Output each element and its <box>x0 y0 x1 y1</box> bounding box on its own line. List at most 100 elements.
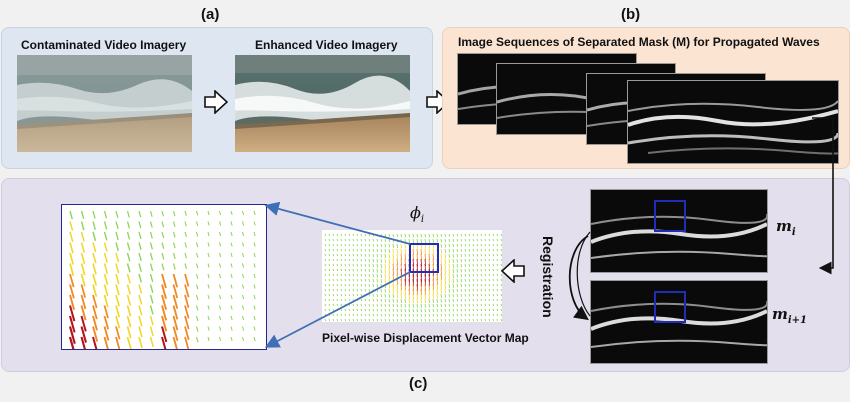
vector-mark <box>428 283 430 291</box>
vector-mark <box>404 233 406 238</box>
vector-mark <box>372 318 374 322</box>
vector-mark <box>444 263 446 270</box>
vector-mark <box>376 318 378 322</box>
vector-mark <box>424 293 426 300</box>
vector-mark <box>356 308 358 312</box>
vector-mark <box>420 233 422 238</box>
vector-mark <box>332 268 334 272</box>
zoom-vector-mark <box>115 305 121 318</box>
vector-mark <box>348 233 350 237</box>
vector-mark <box>464 233 466 237</box>
zoom-vector-mark <box>195 294 199 301</box>
zoom-vector-mark <box>161 252 165 260</box>
vector-mark <box>356 253 358 257</box>
mask-frame-m-i <box>590 189 768 273</box>
zoom-vector-mark <box>184 263 188 270</box>
vector-mark <box>440 238 442 243</box>
vector-mark <box>432 238 434 243</box>
vector-mark <box>492 298 494 302</box>
vector-mark <box>472 258 474 262</box>
zoom-vector-mark <box>115 231 119 241</box>
vector-mark <box>476 233 478 237</box>
vector-mark <box>452 308 454 312</box>
vector-mark <box>404 258 406 266</box>
vector-mark <box>364 268 366 272</box>
vector-mark <box>356 288 358 292</box>
vector-mark <box>384 233 386 237</box>
vector-mark <box>424 238 426 244</box>
vector-mark <box>424 288 426 295</box>
zoom-vector-mark <box>80 315 87 332</box>
vector-mark <box>488 233 490 237</box>
vector-mark <box>344 278 346 282</box>
vector-mark <box>400 258 402 266</box>
vector-mark <box>400 253 402 260</box>
vector-mark <box>388 243 390 248</box>
zoom-vector-mark <box>126 221 131 229</box>
vector-mark <box>352 258 354 262</box>
vector-mark <box>460 258 462 263</box>
vector-mark <box>388 283 390 289</box>
vector-mark <box>328 313 330 317</box>
vector-mark <box>328 263 330 267</box>
vector-mark <box>500 308 502 312</box>
vector-mark <box>444 313 446 317</box>
vector-mark <box>324 253 326 257</box>
zoom-vector-mark <box>172 284 179 299</box>
zoom-vector-mark <box>207 336 210 342</box>
zoom-vector-mark <box>230 284 233 289</box>
zoom-vector-mark <box>149 221 153 228</box>
vector-mark <box>388 298 390 303</box>
zoom-vector-mark <box>80 263 86 276</box>
vector-mark <box>344 293 346 297</box>
vector-mark <box>440 243 442 248</box>
vector-mark <box>492 243 494 247</box>
vector-mark <box>332 238 334 242</box>
zoom-vector-mark <box>195 273 199 279</box>
vector-mark <box>484 268 486 272</box>
zoom-vector-mark <box>80 305 87 321</box>
vector-mark <box>344 268 346 272</box>
vector-map-caption: Pixel-wise Displacement Vector Map <box>322 331 529 345</box>
vector-mark <box>372 263 374 268</box>
vector-mark <box>356 238 358 242</box>
vector-mark <box>344 243 346 247</box>
zoom-vector-mark <box>219 326 222 331</box>
vector-mark <box>360 283 362 287</box>
zoom-vector-mark <box>219 315 222 321</box>
vector-mark <box>416 308 418 313</box>
zoom-vector-mark <box>92 273 98 286</box>
vector-mark <box>384 253 386 259</box>
vector-mark <box>380 278 382 283</box>
vector-mark <box>360 263 362 267</box>
zoom-vector-mark <box>149 284 154 293</box>
zoom-vector-mark <box>230 336 233 342</box>
zoom-vector-mark <box>80 336 86 349</box>
vector-mark <box>460 248 462 252</box>
vector-mark <box>364 243 366 247</box>
vector-mark <box>488 283 490 287</box>
zoom-vector-mark <box>172 210 176 217</box>
vector-mark <box>468 238 470 242</box>
vector-mark <box>452 258 454 263</box>
vector-mark <box>452 298 454 302</box>
vector-mark <box>368 243 370 247</box>
zoom-vector-mark <box>161 273 167 289</box>
vector-mark <box>340 313 342 317</box>
vector-mark <box>484 283 486 287</box>
vector-mark <box>468 288 470 292</box>
vector-mark <box>380 288 382 293</box>
vector-mark <box>496 293 498 297</box>
zoom-vector-mark <box>242 242 245 247</box>
vector-mark <box>492 283 494 287</box>
vector-mark <box>452 248 454 253</box>
vector-mark <box>472 263 474 267</box>
zoom-vector-mark <box>92 326 99 342</box>
vector-mark <box>364 273 366 277</box>
vector-mark <box>328 268 330 272</box>
vector-mark <box>360 293 362 297</box>
vector-mark <box>360 318 362 322</box>
vector-mark <box>452 288 454 293</box>
vector-mark <box>500 233 502 237</box>
zoom-vector-mark <box>92 210 96 219</box>
